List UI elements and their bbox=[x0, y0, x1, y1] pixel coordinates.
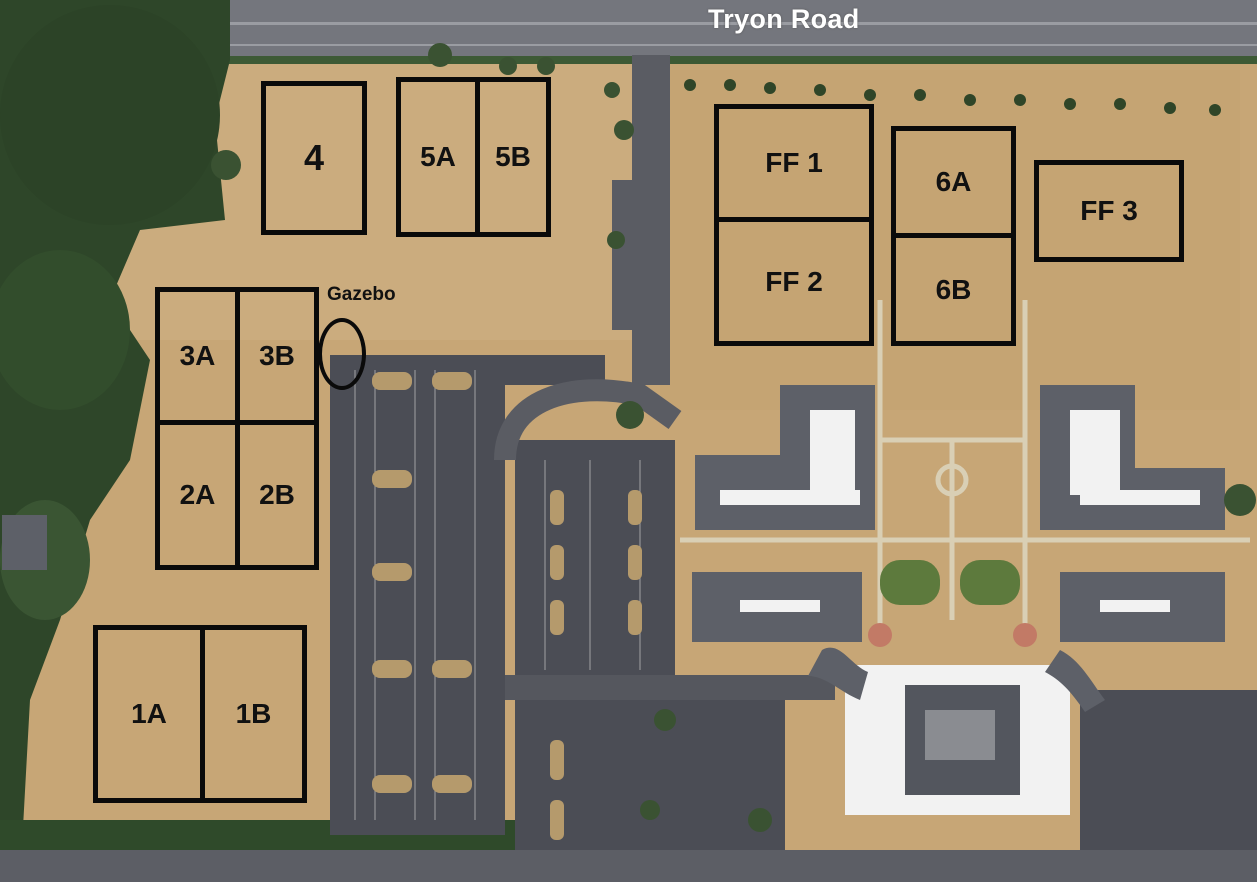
field-2b[interactable]: 2B bbox=[240, 425, 314, 565]
field-ff-divider bbox=[719, 217, 869, 222]
field-1b-label: 1B bbox=[235, 698, 272, 729]
field-5[interactable]: 5A 5B bbox=[396, 77, 551, 237]
field-1-divider bbox=[200, 630, 205, 798]
field-3a-label: 3A bbox=[179, 340, 216, 371]
field-3b[interactable]: 3B bbox=[240, 292, 314, 420]
field-3b-label: 3B bbox=[259, 340, 295, 371]
field-4-cell: 4 bbox=[266, 86, 362, 230]
field-2b-label: 2B bbox=[259, 479, 295, 510]
road-label: Tryon Road bbox=[708, 4, 860, 34]
field-4[interactable]: 4 bbox=[261, 81, 367, 235]
field-5-divider bbox=[475, 82, 480, 232]
field-5a[interactable]: 5A bbox=[401, 82, 475, 232]
field-ff2[interactable]: FF 2 bbox=[719, 222, 869, 341]
field-5b-label: 5B bbox=[495, 141, 531, 172]
field-1a[interactable]: 1A bbox=[98, 630, 200, 798]
field-2a[interactable]: 2A bbox=[160, 425, 235, 565]
gazebo-marker[interactable] bbox=[318, 318, 366, 390]
field-1b[interactable]: 1B bbox=[205, 630, 302, 798]
field-ff2-label: FF 2 bbox=[765, 265, 823, 297]
field-5b[interactable]: 5B bbox=[480, 82, 546, 232]
field-ff3[interactable]: FF 3 bbox=[1034, 160, 1184, 262]
field-6b[interactable]: 6B bbox=[896, 238, 1011, 341]
field-3-2[interactable]: 3A 3B 2A 2B bbox=[155, 287, 319, 570]
field-1a-label: 1A bbox=[131, 698, 167, 729]
field-ff3-label: FF 3 bbox=[1080, 195, 1138, 226]
field-3-2-vdivider bbox=[235, 292, 240, 565]
gazebo-label: Gazebo bbox=[327, 284, 396, 305]
field-6b-label: 6B bbox=[935, 273, 972, 305]
field-2a-label: 2A bbox=[179, 479, 216, 510]
field-3a[interactable]: 3A bbox=[160, 292, 235, 420]
field-6a-label: 6A bbox=[935, 166, 972, 197]
field-ff1[interactable]: FF 1 bbox=[719, 109, 869, 217]
field-1[interactable]: 1A 1B bbox=[93, 625, 307, 803]
field-ff1-label: FF 1 bbox=[765, 147, 823, 178]
field-ff-1-2[interactable]: FF 1 FF 2 bbox=[714, 104, 874, 346]
field-3-2-hdivider bbox=[160, 420, 314, 425]
field-6a[interactable]: 6A bbox=[896, 131, 1011, 233]
field-6[interactable]: 6A 6B bbox=[891, 126, 1016, 346]
field-6-divider bbox=[896, 233, 1011, 238]
field-5a-label: 5A bbox=[420, 141, 456, 172]
field-4-label: 4 bbox=[303, 137, 325, 178]
field-ff3-cell: FF 3 bbox=[1039, 165, 1179, 257]
